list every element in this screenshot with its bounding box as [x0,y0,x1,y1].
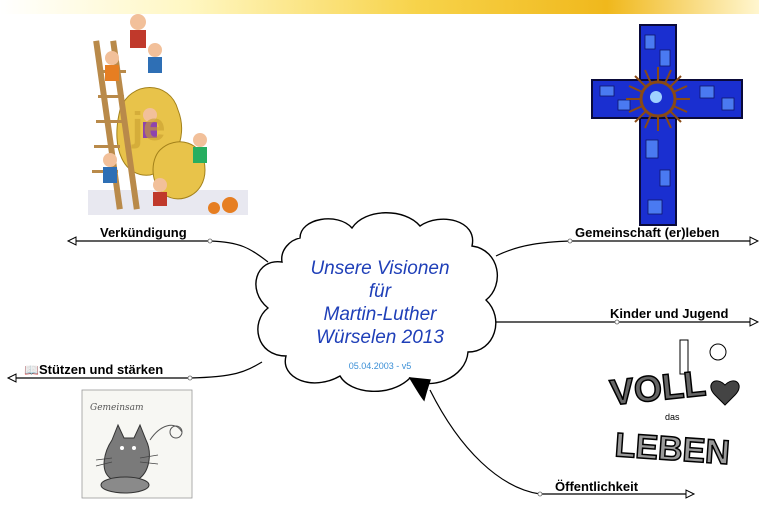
gemeinsam-text: Gemeinsam [90,403,144,413]
arrow-oeffentlichkeit [685,489,696,499]
arrow-gemeinschaft [749,236,759,246]
cross-illustration [591,24,743,226]
arrow-verkuendigung [66,236,77,246]
connector-oeffentlichkeit [429,389,688,495]
connector-gemeinschaft [495,240,752,257]
voll-text: VOLL [608,362,708,413]
leben-text: LEBEN [614,426,732,472]
branch-verkuendigung[interactable]: Verkündigung [100,225,187,240]
branch-stuetzen-label: Stützen und stärken [38,362,164,377]
je-illustration: je [88,14,248,215]
central-cloud [255,212,499,402]
arrow-stuetzen [6,373,17,383]
branch-stuetzen[interactable]: 📖Stützen und stärken [24,362,163,378]
je-text: je [131,105,165,149]
cat-sketch-illustration: Gemeinsam [81,389,193,499]
central-date: 05.04.2003 - v5 [348,361,412,371]
branch-kinder-jugend[interactable]: Kinder und Jugend [610,306,729,321]
das-text: das [665,412,680,422]
branch-gemeinschaft[interactable]: Gemeinschaft (er)leben [575,225,720,240]
book-icon: 📖 [24,363,39,377]
arrow-kinder [749,317,759,327]
branch-oeffentlichkeit[interactable]: Öffentlichkeit [555,479,639,494]
central-line-3: Martin-Luther [323,304,437,325]
central-line-2: für [368,281,392,302]
voll-leben-illustration: VOLL das LEBEN [600,336,750,473]
connector-verkuendigung [74,240,269,263]
central-topic[interactable]: Unsere Visionen für Martin-Luther Würsel… [280,257,480,349]
central-line-4: Würselen 2013 [316,327,444,348]
central-line-1: Unsere Visionen [310,258,450,279]
top-banner [0,0,759,14]
